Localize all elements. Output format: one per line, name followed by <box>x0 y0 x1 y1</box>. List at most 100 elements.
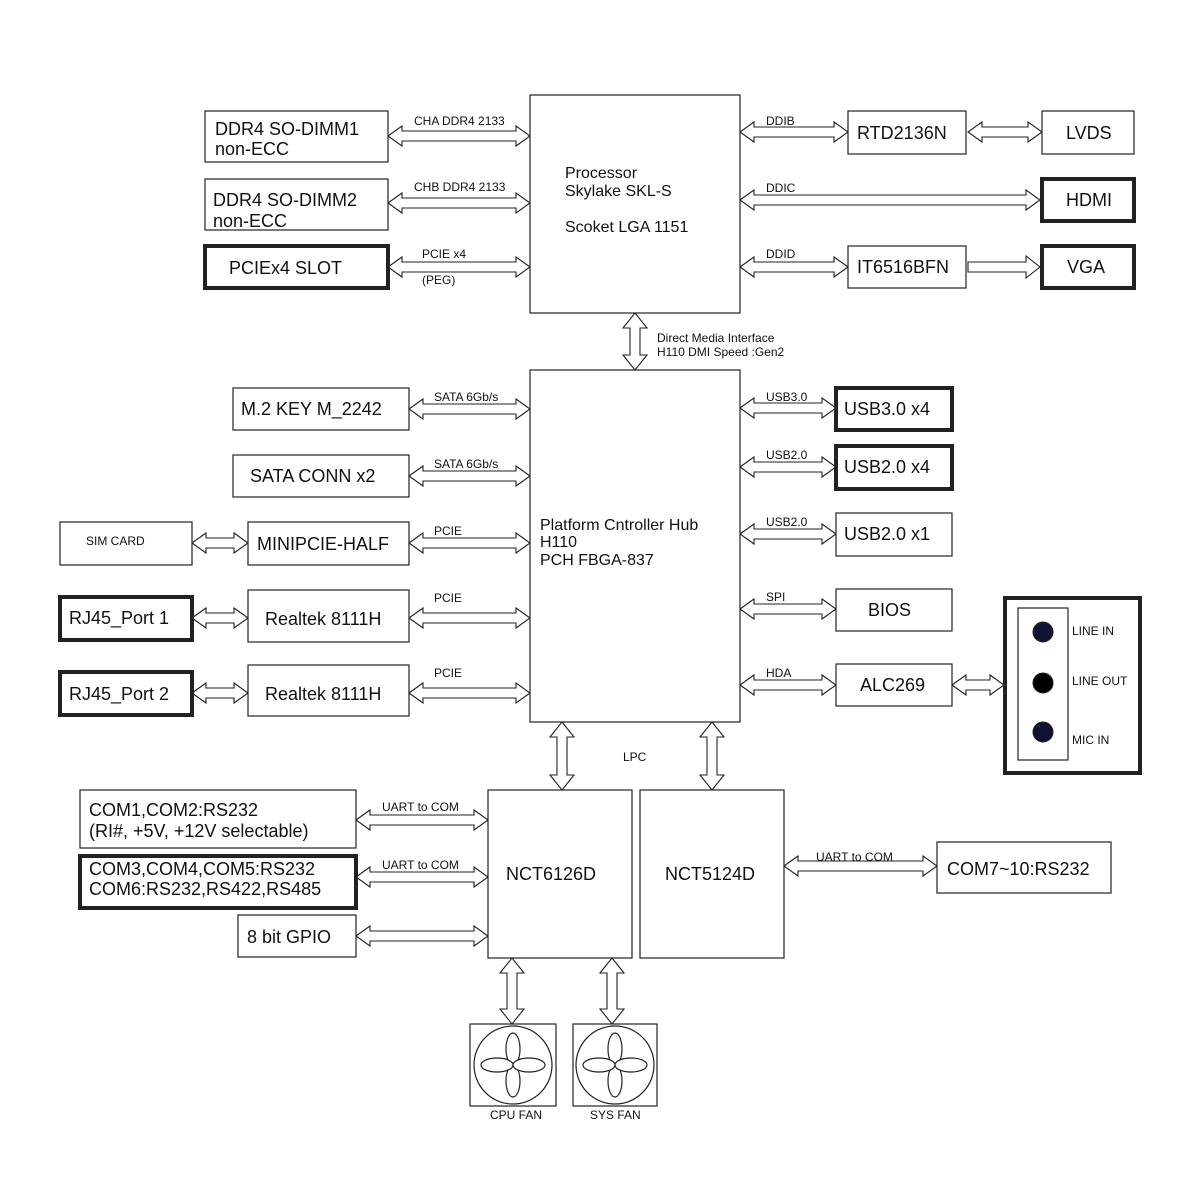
line-out-label: LINE OUT <box>1072 674 1128 688</box>
arrow-dimm2 <box>387 191 531 215</box>
line-in-jack-icon <box>1032 621 1054 643</box>
arrow-dimm1 <box>387 124 531 148</box>
dimm1-block: DDR4 SO-DIMM1 non-ECC CHA DDR4 2133 <box>204 110 505 163</box>
usb30-block: USB3.0 USB3.0 x4 <box>766 386 954 432</box>
com36-block: COM3,COM4,COM5:RS232 COM6:RS232,RS422,RS… <box>78 854 459 910</box>
arrow-spi <box>739 597 837 621</box>
m2-link-label: SATA 6Gb/s <box>434 390 498 404</box>
dmi-label: Direct Media Interface <box>657 331 775 345</box>
lan2-block: Realtek 8111H PCIE RJ45_Port 2 <box>58 664 462 717</box>
cpu-fan-label: CPU FAN <box>490 1108 542 1122</box>
dimm1-link-label: CHA DDR4 2133 <box>414 114 505 128</box>
dmi-speed-label: H110 DMI Speed :Gen2 <box>657 345 785 359</box>
com710-block: UART to COM COM7~10:RS232 <box>816 841 1112 894</box>
minipcie-block: MINIPCIE-HALF PCIE SIM CARD <box>59 521 462 566</box>
com12-link-label: UART to COM <box>382 800 459 814</box>
usb20-x1-link-label: USB2.0 <box>766 515 808 529</box>
it6516bfn-label: IT6516BFN <box>857 257 949 277</box>
lan2-label: Realtek 8111H <box>265 684 381 704</box>
ddic-link-label: DDIC <box>766 181 796 195</box>
display-ddib: DDIB RTD2136N LVDS <box>766 110 1135 155</box>
alc269-block: HDA ALC269 <box>766 663 953 707</box>
usb30-link-label: USB3.0 <box>766 390 808 404</box>
dimm2-block: DDR4 SO-DIMM2 non-ECC CHB DDR4 2133 <box>204 178 506 231</box>
usb20-x1-block: USB2.0 USB2.0 x1 <box>766 512 953 557</box>
arrow-it-vga <box>967 254 1041 280</box>
com12-options: (RI#, +5V, +12V selectable) <box>89 821 308 841</box>
processor-name: Processor <box>565 165 638 182</box>
dimm2-link-label: CHB DDR4 2133 <box>414 180 506 194</box>
sys-fan-icon <box>575 1025 655 1105</box>
arrow-lan2 <box>408 681 531 705</box>
com12-label: COM1,COM2:RS232 <box>89 800 258 820</box>
line-in-label: LINE IN <box>1072 624 1114 638</box>
arrow-cpu-fan <box>498 957 526 1025</box>
mic-in-jack-icon <box>1032 721 1054 743</box>
ddib-link-label: DDIB <box>766 114 795 128</box>
spi-link-label: SPI <box>766 590 785 604</box>
usb30-label: USB3.0 x4 <box>844 399 930 419</box>
pch-name: Platform Cntroller Hub <box>540 517 698 534</box>
com12-block: COM1,COM2:RS232 (RI#, +5V, +12V selectab… <box>79 789 459 849</box>
alc269-label: ALC269 <box>860 675 925 695</box>
hda-link-label: HDA <box>766 666 791 680</box>
com710-label: COM7~10:RS232 <box>947 859 1090 879</box>
usb20-x4-link-label: USB2.0 <box>766 448 808 462</box>
com36-link-label: UART to COM <box>382 858 459 872</box>
arrow-lan1 <box>408 606 531 630</box>
lan1-link-label: PCIE <box>434 591 462 605</box>
lpc-label: LPC <box>623 750 647 764</box>
lan1-label: Realtek 8111H <box>265 609 381 629</box>
hdmi-label: HDMI <box>1066 190 1112 210</box>
processor-socket: Scoket LGA 1151 <box>565 219 688 236</box>
com710-link-label: UART to COM <box>816 850 893 864</box>
lan1-block: Realtek 8111H PCIE RJ45_Port 1 <box>58 589 462 643</box>
com36-options: COM6:RS232,RS422,RS485 <box>89 879 321 899</box>
nct6126d-block: NCT6126D <box>487 789 633 959</box>
dimm1-ecc: non-ECC <box>215 139 289 159</box>
rj45-port1-label: RJ45_Port 1 <box>69 608 169 629</box>
pch-model: H110 <box>540 534 577 551</box>
arrow-lpc-b <box>698 721 726 791</box>
pcie-slot-label: PCIEx4 SLOT <box>229 258 342 278</box>
m2-block: M.2 KEY M_2242 SATA 6Gb/s <box>232 387 498 431</box>
dimm2-label: DDR4 SO-DIMM2 <box>213 190 357 210</box>
minipcie-link-label: PCIE <box>434 524 462 538</box>
arrow-dmi <box>621 312 649 371</box>
dimm1-label: DDR4 SO-DIMM1 <box>215 119 359 139</box>
lvds-label: LVDS <box>1066 123 1112 143</box>
m2-label: M.2 KEY M_2242 <box>241 399 382 420</box>
pch-package: PCH FBGA-837 <box>540 552 654 569</box>
display-ddic: DDIC HDMI <box>766 177 1136 223</box>
arrow-minipcie <box>408 531 531 555</box>
arrow-rj45-1 <box>191 606 249 630</box>
rj45-port2-label: RJ45_Port 2 <box>69 684 169 705</box>
bios-block: SPI BIOS <box>766 588 953 632</box>
dimm2-ecc: non-ECC <box>213 211 287 231</box>
display-ddid: DDID IT6516BFN VGA <box>766 244 1136 290</box>
ddid-link-label: DDID <box>766 247 796 261</box>
connectors <box>191 120 1043 1025</box>
pch-block: Platform Cntroller Hub H110 PCH FBGA-837 <box>529 369 741 723</box>
pcie-slot-link-sub: (PEG) <box>422 273 455 287</box>
usb20-x1-label: USB2.0 x1 <box>844 524 930 544</box>
audio-jack-panel: LINE IN LINE OUT MIC IN <box>1003 596 1142 775</box>
pcie-slot-link-label: PCIE x4 <box>422 247 466 261</box>
gpio-label: 8 bit GPIO <box>247 927 331 947</box>
arrow-rtd-lvds <box>967 120 1043 144</box>
nct5124d-block: NCT5124D <box>639 789 785 959</box>
vga-label: VGA <box>1067 257 1105 277</box>
nct5124d-label: NCT5124D <box>665 864 755 884</box>
sim-card-label: SIM CARD <box>86 534 145 548</box>
arrow-audio-jacks <box>951 673 1005 697</box>
gpio-block: 8 bit GPIO <box>237 914 357 958</box>
arrow-sim <box>191 531 249 555</box>
cpu-fan-icon <box>473 1025 553 1105</box>
lan2-link-label: PCIE <box>434 666 462 680</box>
processor-codename: Skylake SKL-S <box>565 183 672 200</box>
cpu-fan: CPU FAN <box>469 1023 557 1122</box>
minipcie-label: MINIPCIE-HALF <box>257 534 389 554</box>
nct6126d-label: NCT6126D <box>506 864 596 884</box>
pcie-slot-block: PCIEx4 SLOT PCIE x4 (PEG) <box>203 244 466 290</box>
